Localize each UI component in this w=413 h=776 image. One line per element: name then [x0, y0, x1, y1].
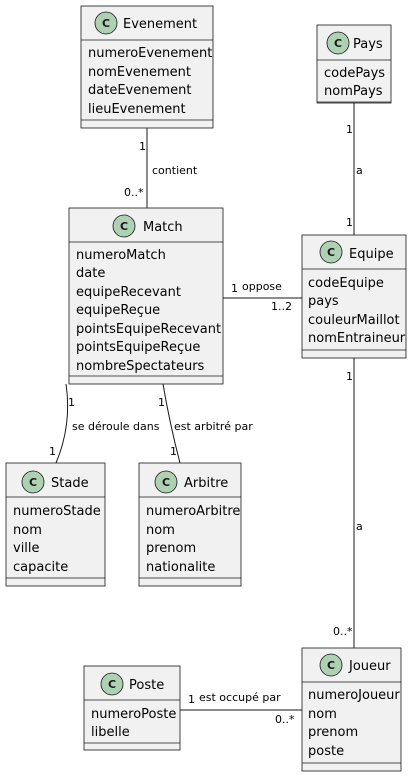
mult-match-0n: 0..*	[124, 186, 144, 199]
class-icon	[154, 470, 178, 494]
class-arbitre: C Arbitre numeroArbitre nom prenom natio…	[138, 462, 242, 587]
attribute: libelle	[91, 725, 130, 740]
svg-text:C: C	[120, 220, 128, 233]
label-est-arbitre: est arbitré par	[174, 420, 253, 433]
mult-match-1: 1	[231, 282, 238, 295]
class-joueur: C Joueur numeroJoueur nom prenom poste	[301, 647, 402, 772]
attribute: nom	[13, 523, 42, 538]
attribute: capacite	[13, 560, 68, 575]
edge-match-equipe: 1 oppose 1..2	[223, 280, 302, 313]
label-contient: contient	[152, 164, 198, 177]
mult-pays-1: 1	[346, 123, 353, 136]
class-equipe: C Equipe codeEquipe pays couleurMaillot …	[301, 234, 407, 359]
attribute: prenom	[146, 541, 196, 556]
mult-equipe-1-2: 1..2	[271, 300, 292, 313]
class-stade: C Stade numeroStade nom ville capacite	[5, 462, 106, 587]
class-icon	[100, 672, 124, 696]
attribute: nationalite	[146, 560, 215, 575]
attribute: dateEvenement	[88, 83, 191, 98]
attribute: ville	[13, 541, 40, 556]
class-icon	[112, 214, 136, 238]
class-name: Pays	[353, 37, 383, 52]
class-evenement: C Evenement numeroEvenement nomEvenement…	[80, 5, 214, 129]
class-match: C Match numeroMatch date equipeRecevant …	[68, 207, 224, 385]
attribute: numeroArbitre	[146, 504, 240, 519]
mult-match-arbitre-1: 1	[158, 396, 165, 409]
svg-text:C: C	[327, 246, 335, 259]
class-pays: C Pays codePays nomPays	[316, 24, 392, 104]
class-icon	[319, 240, 343, 264]
attribute: nomEntraineur	[308, 331, 406, 346]
svg-text:C: C	[29, 476, 37, 489]
class-icon	[21, 470, 45, 494]
svg-text:C: C	[102, 17, 110, 30]
mult-poste-1: 1	[188, 693, 195, 706]
class-icon	[94, 11, 118, 35]
attribute: numeroPoste	[91, 707, 176, 722]
attribute: pays	[308, 294, 339, 309]
edge-match-arbitre: 1 est arbitré par 1	[158, 383, 253, 464]
attribute: couleurMaillot	[308, 313, 400, 328]
attribute: poste	[308, 744, 344, 759]
attribute: pointsEquipeRecevant	[76, 322, 221, 337]
class-poste: C Poste numeroPoste libelle	[83, 665, 181, 751]
mult-arbitre-1: 1	[170, 445, 177, 458]
edge-match-stade: 1 se déroule dans 1	[49, 383, 160, 464]
label-a-joueur: a	[356, 520, 363, 533]
edge-equipe-joueur: 1 a 0..*	[333, 358, 363, 648]
label-oppose: oppose	[242, 280, 282, 293]
attribute: nomEvenement	[88, 65, 191, 80]
attribute: lieuEvenement	[88, 102, 186, 117]
mult-equipe-joueur-1: 1	[346, 370, 353, 383]
class-name: Equipe	[349, 247, 394, 262]
class-icon	[319, 653, 343, 677]
mult-equipe-1: 1	[346, 216, 353, 229]
edge-pays-equipe: 1 a 1	[346, 102, 363, 235]
attribute: nom	[308, 707, 337, 722]
mult-stade-1: 1	[49, 445, 56, 458]
svg-text:C: C	[327, 659, 335, 672]
mult-joueur-poste-0n: 0..*	[275, 713, 295, 726]
mult-evenement-1: 1	[139, 140, 146, 153]
attribute: numeroMatch	[76, 248, 166, 263]
class-name: Evenement	[123, 17, 197, 32]
label-a-pays: a	[356, 164, 363, 177]
attribute: codePays	[324, 66, 385, 81]
edge-poste-joueur: 1 est occupé par 0..*	[180, 691, 302, 726]
attribute: nombreSpectateurs	[76, 359, 205, 374]
attribute: date	[76, 266, 105, 281]
svg-text:C: C	[162, 476, 170, 489]
class-name: Arbitre	[184, 476, 228, 491]
mult-joueur-0n: 0..*	[333, 625, 353, 638]
attribute: equipeReçue	[76, 303, 160, 318]
attribute: numeroJoueur	[308, 688, 400, 703]
label-est-occupe: est occupé par	[199, 691, 281, 704]
attribute: numeroEvenement	[88, 46, 212, 61]
class-icon	[326, 31, 350, 55]
attribute: codeEquipe	[308, 276, 384, 291]
attribute: numeroStade	[13, 504, 101, 519]
svg-text:C: C	[334, 37, 342, 50]
label-se-deroule: se déroule dans	[72, 420, 160, 433]
attribute: nom	[146, 523, 175, 538]
class-name: Match	[143, 220, 183, 235]
class-name: Stade	[51, 476, 89, 491]
attribute: prenom	[308, 725, 358, 740]
class-name: Joueur	[348, 659, 391, 674]
attribute: pointsEquipeReçue	[76, 340, 200, 355]
edge-evenement-match: 1 contient 0..*	[124, 128, 198, 208]
attribute: nomPays	[324, 84, 383, 99]
class-name: Poste	[129, 678, 164, 693]
attribute: equipeRecevant	[76, 285, 181, 300]
mult-match-stade-1: 1	[68, 396, 75, 409]
svg-text:C: C	[108, 678, 116, 691]
